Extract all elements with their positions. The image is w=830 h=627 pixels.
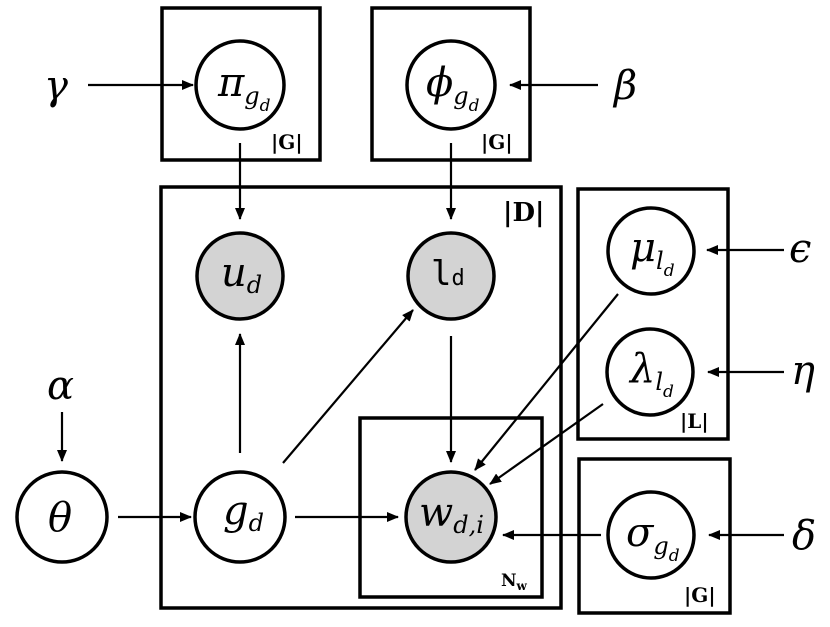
svg-text:wd,i: wd,i bbox=[419, 490, 484, 539]
node-theta: θ bbox=[15, 470, 109, 564]
node-u: ud bbox=[195, 231, 285, 321]
plate-label-g-phi: |G| bbox=[481, 130, 513, 154]
plate-l bbox=[576, 187, 730, 441]
svg-text:λld: λld bbox=[628, 346, 674, 402]
node-l: ld bbox=[406, 231, 496, 321]
node-g: gd bbox=[193, 470, 287, 564]
hyper-beta: β bbox=[612, 63, 637, 109]
plate-label-nw: Nw bbox=[501, 571, 528, 593]
node-phi: ϕgd bbox=[405, 39, 497, 131]
node-lambda: λld bbox=[605, 327, 695, 417]
svg-text:θ: θ bbox=[48, 495, 72, 541]
node-mu: μld bbox=[606, 206, 696, 296]
node-sigma: σgd bbox=[606, 490, 696, 580]
edge-mu-w bbox=[474, 293, 619, 471]
svg-text:ld: ld bbox=[431, 254, 465, 294]
svg-text:ud: ud bbox=[221, 250, 262, 299]
edge-g-l bbox=[282, 309, 414, 464]
plate-label-d: |D| bbox=[503, 198, 544, 228]
svg-text:πgd: πgd bbox=[217, 60, 271, 116]
plate-d bbox=[159, 185, 563, 610]
hyper-gamma: γ bbox=[44, 63, 68, 109]
svg-text:σgd: σgd bbox=[626, 510, 680, 566]
node-w: wd,i bbox=[404, 470, 498, 564]
svg-text:μld: μld bbox=[630, 225, 675, 281]
plate-label-g-pi: |G| bbox=[271, 130, 303, 154]
plate-label-g-sigma: |G| bbox=[684, 583, 716, 607]
hyper-eta: η bbox=[791, 348, 815, 394]
hyper-epsilon: ϵ bbox=[789, 226, 811, 272]
hyper-alpha: α bbox=[47, 363, 74, 409]
svg-text:gd: gd bbox=[223, 488, 264, 537]
svg-text:ϕgd: ϕgd bbox=[426, 60, 480, 116]
node-pi: πgd bbox=[194, 39, 286, 131]
plate-label-l: |L| bbox=[680, 409, 709, 433]
hyper-delta: δ bbox=[792, 513, 816, 559]
edge-lambda-w bbox=[489, 403, 604, 485]
